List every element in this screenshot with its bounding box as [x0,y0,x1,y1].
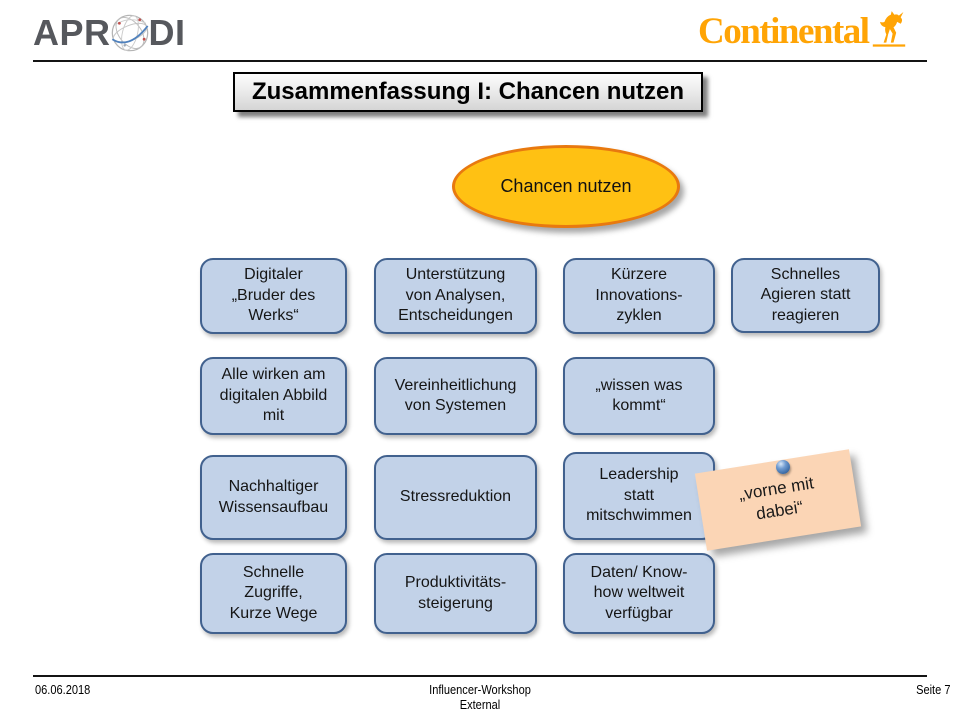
footer-page-number: Seite 7 [915,682,950,697]
diagram-box-schnelle-zugriffe: Schnelle Zugriffe, Kurze Wege [200,553,347,634]
continental-logo: Continental [698,8,907,50]
aprodi-globe-icon [111,14,148,52]
diagram-box-leadership: Leadership statt mitschwimmen [563,452,715,540]
diagram-box-kuerzere-innovationszyklen: Kürzere Innovations- zyklen [563,258,715,334]
diagram-box-schnelles-agieren: Schnelles Agieren statt reagieren [731,258,880,333]
aprodi-logo-text-right: DI [148,12,186,53]
diagram-box-stressreduktion: Stressreduktion [374,455,537,540]
aprodi-logo: APR DI [33,9,186,57]
slide-title: Zusammenfassung I: Chancen nutzen [233,72,703,112]
footer-workshop: Influencer-Workshop [429,682,531,697]
diagram-box-produktivitaetssteigerung: Produktivitäts- steigerung [374,553,537,634]
footer-divider [33,675,927,677]
footer-date: 06.06.2018 [35,682,91,697]
diagram-box-alle-wirken: Alle wirken am digitalen Abbild mit [200,357,347,435]
diagram-box-wissen-was-kommt: „wissen was kommt“ [563,357,715,435]
diagram-box-vereinheitlichung: Vereinheitlichung von Systemen [374,357,537,435]
continental-horse-icon [872,11,905,47]
header-divider [33,60,927,62]
central-ellipse-label: Chancen nutzen [500,176,632,196]
pushpin-icon [776,460,790,474]
diagram-box-unterstuetzung-analysen: Unterstützung von Analysen, Entscheidung… [374,258,537,334]
slide-title-text: Zusammenfassung I: Chancen nutzen [251,78,685,105]
diagram-box-daten-knowhow: Daten/ Know- how weltweit verfügbar [563,553,715,634]
aprodi-logo-text-left: APR [33,12,111,53]
central-ellipse: Chancen nutzen [452,145,680,228]
diagram-box-nachhaltiger-wissensaufbau: Nachhaltiger Wissensaufbau [200,455,347,540]
diagram-box-digitaler-bruder: Digitaler „Bruder des Werks“ [200,258,347,334]
continental-wordmark: Continental [698,11,870,52]
footer-classification: External [459,697,501,713]
footer-center: Influencer-Workshop External [72,682,888,713]
